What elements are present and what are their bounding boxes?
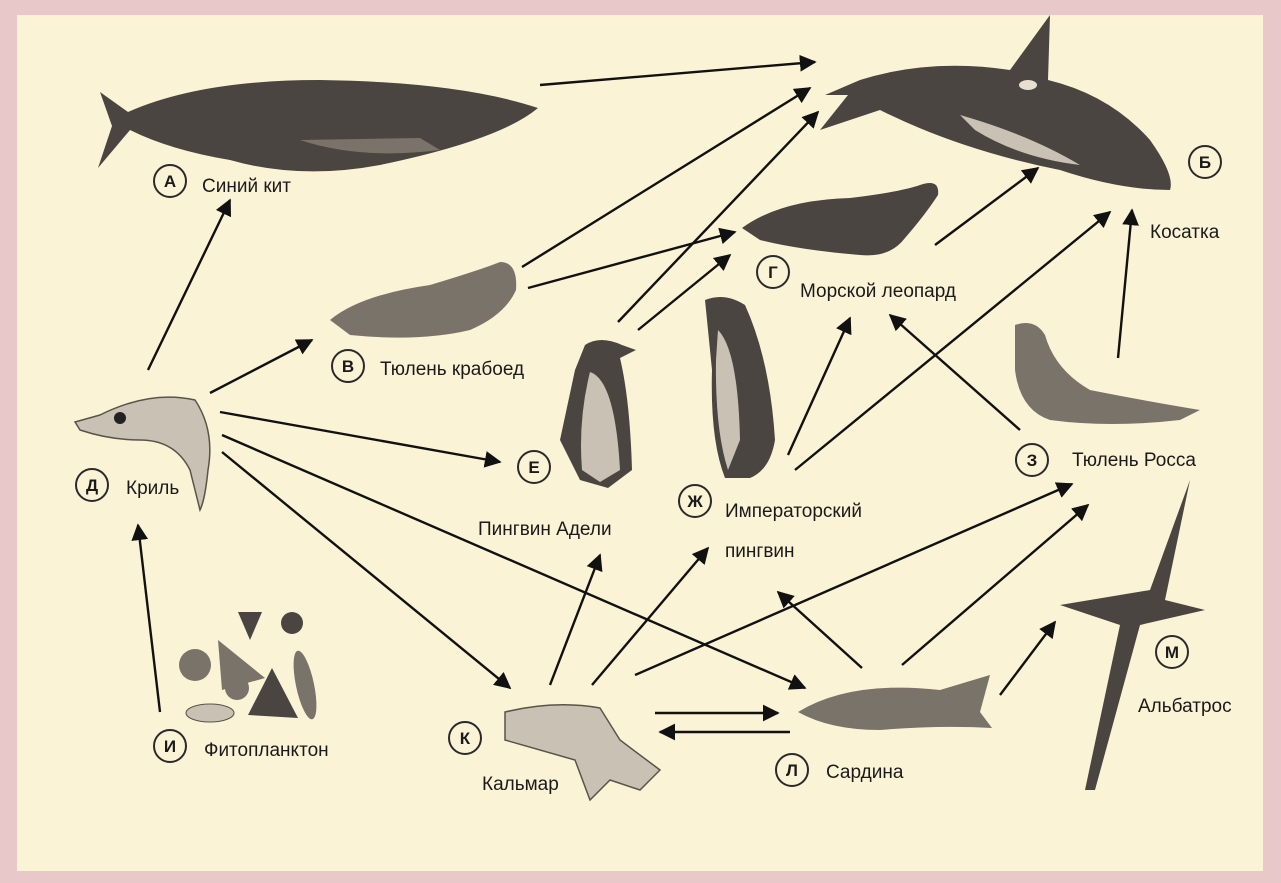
node-z: З Тюлень Росса bbox=[1016, 444, 1196, 476]
crabeater-seal-icon bbox=[330, 262, 516, 338]
blue-whale-icon bbox=[98, 80, 538, 171]
node-zh-letter: Ж bbox=[686, 492, 703, 511]
arrow-ross-to-orca bbox=[1118, 210, 1132, 358]
node-zh-name-line1: Императорский bbox=[725, 501, 862, 522]
albatross-icon bbox=[1060, 480, 1205, 790]
arrow-leopard-to-orca bbox=[935, 168, 1038, 245]
arrow-sardine-to-emperor bbox=[778, 592, 862, 668]
node-a: А Синий кит bbox=[154, 165, 291, 197]
node-g-letter: Г bbox=[768, 263, 778, 282]
node-d: Д Криль bbox=[76, 469, 179, 501]
node-zh-name-line2: пингвин bbox=[725, 541, 795, 562]
emperor-penguin-icon bbox=[705, 297, 775, 478]
node-k-letter: К bbox=[460, 729, 471, 748]
arrow-krill-to-crabeater bbox=[210, 340, 312, 393]
node-b-letter: Б bbox=[1199, 153, 1211, 172]
node-m-letter: М bbox=[1165, 643, 1179, 662]
arrow-sardine-to-ross bbox=[902, 505, 1088, 665]
arrow-ross-to-leopard bbox=[890, 315, 1020, 430]
arrow-krill-to-adelie bbox=[220, 412, 500, 462]
arrow-whale-to-orca bbox=[540, 62, 815, 85]
node-d-letter: Д bbox=[86, 476, 98, 495]
arrow-crabeater-to-leopard bbox=[528, 232, 735, 288]
node-l: Л Сардина bbox=[776, 754, 904, 786]
node-i-name: Фитопланктон bbox=[204, 740, 329, 761]
phytoplankton-icon bbox=[179, 612, 321, 722]
arrow-krill-to-whale bbox=[148, 200, 230, 370]
node-g: Г Морской леопард bbox=[757, 256, 956, 302]
node-v-letter: В bbox=[342, 357, 354, 376]
arrow-squid-to-adelie bbox=[550, 555, 600, 685]
arrow-krill-to-squid bbox=[222, 452, 510, 688]
leopard-seal-icon bbox=[742, 183, 938, 255]
node-m: М Альбатрос bbox=[1138, 636, 1232, 717]
arrow-emperor-to-leopard bbox=[788, 318, 850, 455]
node-i-letter: И bbox=[164, 737, 176, 756]
node-e-letter: Е bbox=[528, 458, 539, 477]
node-m-name: Альбатрос bbox=[1138, 696, 1232, 717]
node-i: И Фитопланктон bbox=[154, 730, 329, 762]
node-v: В Тюлень крабоед bbox=[332, 350, 524, 382]
arrow-squid-to-emperor bbox=[592, 548, 708, 685]
node-d-name: Криль bbox=[126, 478, 179, 499]
node-l-name: Сардина bbox=[826, 762, 904, 783]
arrow-phyto-to-krill bbox=[138, 525, 160, 712]
arrow-krill-to-sardine bbox=[222, 435, 805, 688]
sardine-icon bbox=[798, 675, 992, 730]
node-k-name: Кальмар bbox=[482, 774, 559, 795]
arrow-sardine-to-albatross bbox=[1000, 622, 1055, 695]
orca-icon bbox=[820, 15, 1171, 190]
node-z-name: Тюлень Росса bbox=[1072, 450, 1196, 471]
adelie-penguin-icon bbox=[560, 340, 636, 488]
node-a-name: Синий кит bbox=[202, 176, 291, 197]
node-b-name: Косатка bbox=[1150, 222, 1220, 243]
node-l-letter: Л bbox=[786, 761, 798, 780]
node-a-letter: А bbox=[164, 172, 176, 191]
node-v-name: Тюлень крабоед bbox=[380, 359, 524, 380]
node-e-name: Пингвин Адели bbox=[478, 519, 612, 540]
ross-seal-icon bbox=[1015, 323, 1200, 424]
node-g-name: Морской леопард bbox=[800, 281, 956, 302]
node-z-letter: З bbox=[1027, 451, 1038, 470]
